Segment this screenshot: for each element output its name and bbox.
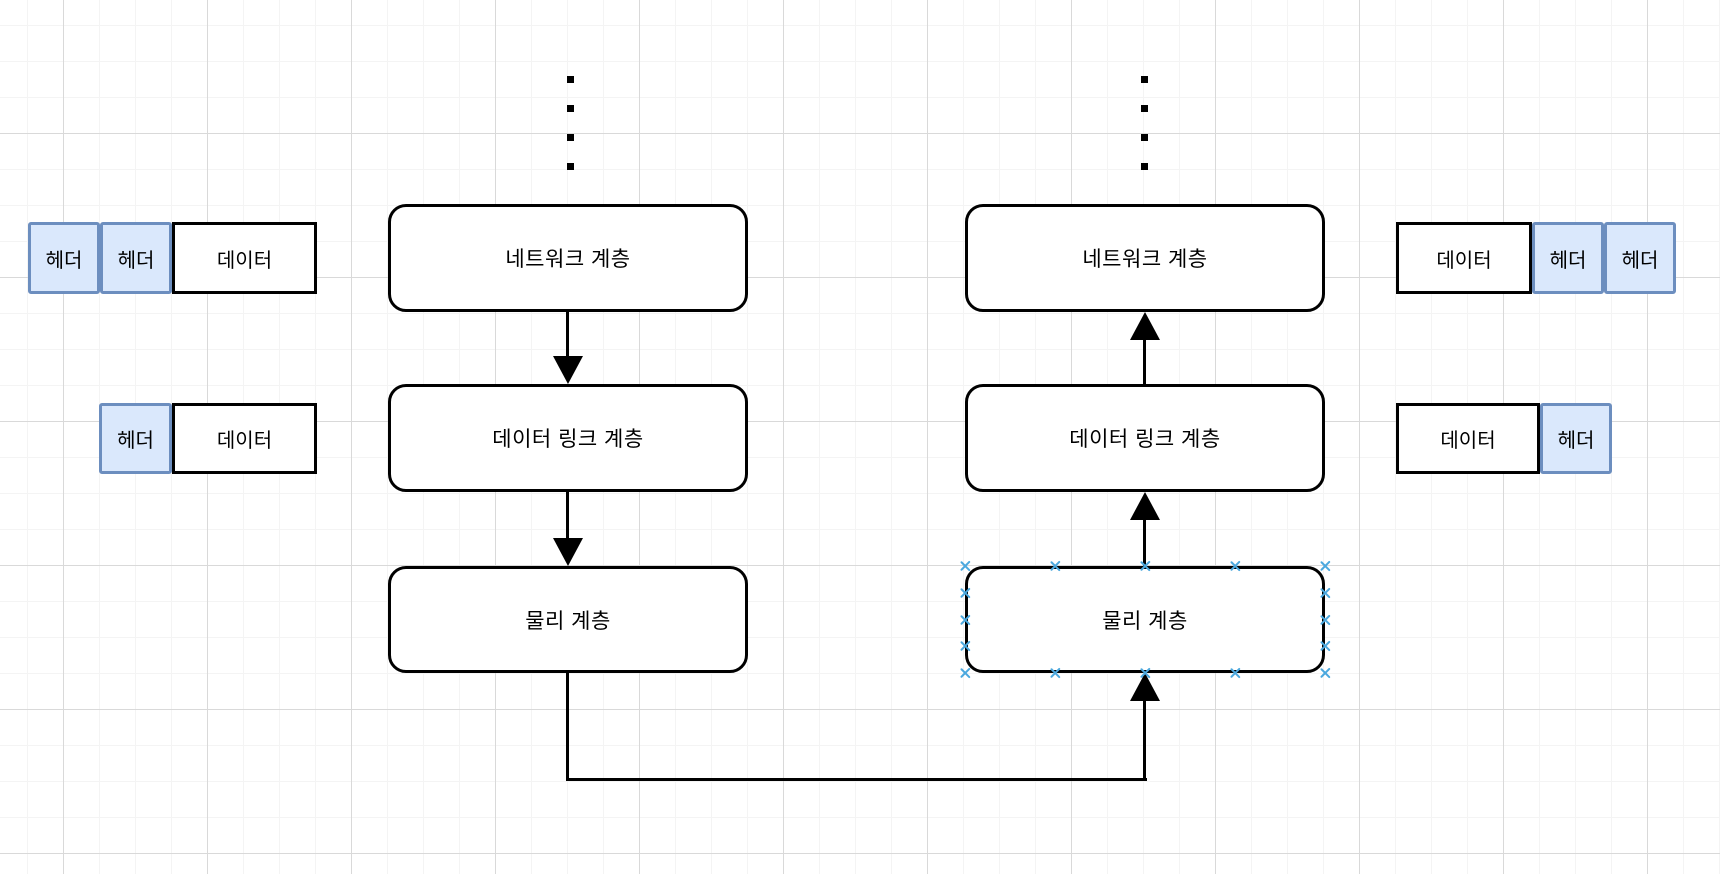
connection-point-icon[interactable] — [1049, 667, 1062, 680]
arrow-shaft — [1143, 518, 1146, 566]
arrow-receiver-physical-to-datalink[interactable] — [1130, 492, 1160, 566]
packet-segment-header[interactable]: 헤더 — [1532, 222, 1604, 294]
layer-box-sender-datalink[interactable]: 데이터 링크 계층 — [388, 384, 748, 492]
ellipsis-dot — [567, 163, 574, 170]
packet-segment-data[interactable]: 데이터 — [172, 222, 317, 294]
ellipsis-dot — [567, 105, 574, 112]
packet-segment-header[interactable]: 헤더 — [1604, 222, 1676, 294]
arrow-shaft — [1143, 338, 1146, 384]
layer-label: 데이터 링크 계층 — [492, 428, 644, 451]
packet-segment-data[interactable]: 데이터 — [1396, 222, 1532, 294]
ellipsis-dot — [1141, 163, 1148, 170]
layer-box-receiver-network[interactable]: 네트워크 계층 — [965, 204, 1325, 312]
arrowhead-down-icon — [553, 356, 583, 384]
layer-box-receiver-physical[interactable]: 물리 계층 — [965, 566, 1325, 673]
connection-point-icon[interactable] — [1229, 667, 1242, 680]
layer-label: 물리 계층 — [525, 609, 611, 633]
layer-label: 네트워크 계층 — [505, 248, 631, 271]
packet-label: 헤더 — [1557, 430, 1595, 452]
connection-point-icon[interactable] — [959, 560, 972, 573]
connection-point-icon[interactable] — [959, 587, 972, 600]
packet-label: 데이터 — [216, 249, 273, 272]
packet-segment-header[interactable]: 헤더 — [28, 222, 100, 294]
layer-box-receiver-datalink[interactable]: 데이터 링크 계층 — [965, 384, 1325, 492]
connector-segment-down — [566, 673, 569, 781]
arrow-sender-datalink-to-physical[interactable] — [553, 492, 583, 566]
connection-point-icon[interactable] — [1139, 560, 1152, 573]
packet-receiver-network[interactable]: 데이터 헤더 헤더 — [1396, 222, 1676, 294]
connection-point-icon[interactable] — [1229, 560, 1242, 573]
connection-point-icon[interactable] — [1049, 560, 1062, 573]
connector-sender-physical-to-receiver-physical[interactable] — [566, 673, 1160, 781]
connection-point-icon[interactable] — [1319, 587, 1332, 600]
layer-label: 물리 계층 — [1102, 609, 1188, 633]
connection-point-icon[interactable] — [959, 667, 972, 680]
arrowhead-down-icon — [553, 538, 583, 566]
packet-label: 헤더 — [117, 249, 155, 272]
connection-point-icon[interactable] — [1319, 667, 1332, 680]
packet-label: 헤더 — [1549, 249, 1587, 272]
packet-segment-data[interactable]: 데이터 — [1396, 403, 1540, 474]
packet-label: 데이터 — [216, 430, 273, 452]
connection-point-icon[interactable] — [959, 614, 972, 627]
packet-sender-network[interactable]: 헤더 헤더 데이터 — [28, 222, 317, 294]
arrow-shaft — [566, 312, 569, 360]
packet-sender-datalink[interactable]: 헤더 데이터 — [99, 403, 317, 474]
packet-receiver-datalink[interactable]: 데이터 헤더 — [1396, 403, 1612, 474]
ellipsis-dot — [1141, 105, 1148, 112]
connection-point-icon[interactable] — [1319, 560, 1332, 573]
packet-segment-header[interactable]: 헤더 — [1540, 403, 1612, 474]
ellipsis-dot — [1141, 76, 1148, 83]
layer-label: 데이터 링크 계층 — [1069, 428, 1221, 451]
ellipsis-dot — [567, 134, 574, 141]
packet-label: 데이터 — [1440, 430, 1496, 452]
arrowhead-up-icon — [1130, 492, 1160, 520]
packet-segment-header[interactable]: 헤더 — [99, 403, 172, 474]
arrow-sender-network-to-datalink[interactable] — [553, 312, 583, 384]
packet-label: 헤더 — [117, 430, 154, 452]
packet-segment-header[interactable]: 헤더 — [100, 222, 172, 294]
packet-label: 헤더 — [1621, 249, 1659, 272]
arrow-shaft — [566, 492, 569, 542]
layer-label: 네트워크 계층 — [1082, 248, 1208, 271]
connection-point-icon[interactable] — [1319, 640, 1332, 653]
arrowhead-up-icon — [1130, 312, 1160, 340]
connector-segment-up — [1143, 699, 1146, 781]
packet-segment-data[interactable]: 데이터 — [172, 403, 317, 474]
connector-segment-across — [566, 778, 1147, 781]
layer-box-sender-physical[interactable]: 물리 계층 — [388, 566, 748, 673]
connection-point-icon[interactable] — [1319, 614, 1332, 627]
packet-label: 데이터 — [1436, 249, 1492, 272]
connection-point-icon[interactable] — [1139, 667, 1152, 680]
packet-label: 헤더 — [45, 249, 83, 272]
ellipsis-dot — [1141, 134, 1148, 141]
arrow-receiver-datalink-to-network[interactable] — [1130, 312, 1160, 384]
connection-point-icon[interactable] — [959, 640, 972, 653]
layer-box-sender-network[interactable]: 네트워크 계층 — [388, 204, 748, 312]
ellipsis-dot — [567, 76, 574, 83]
